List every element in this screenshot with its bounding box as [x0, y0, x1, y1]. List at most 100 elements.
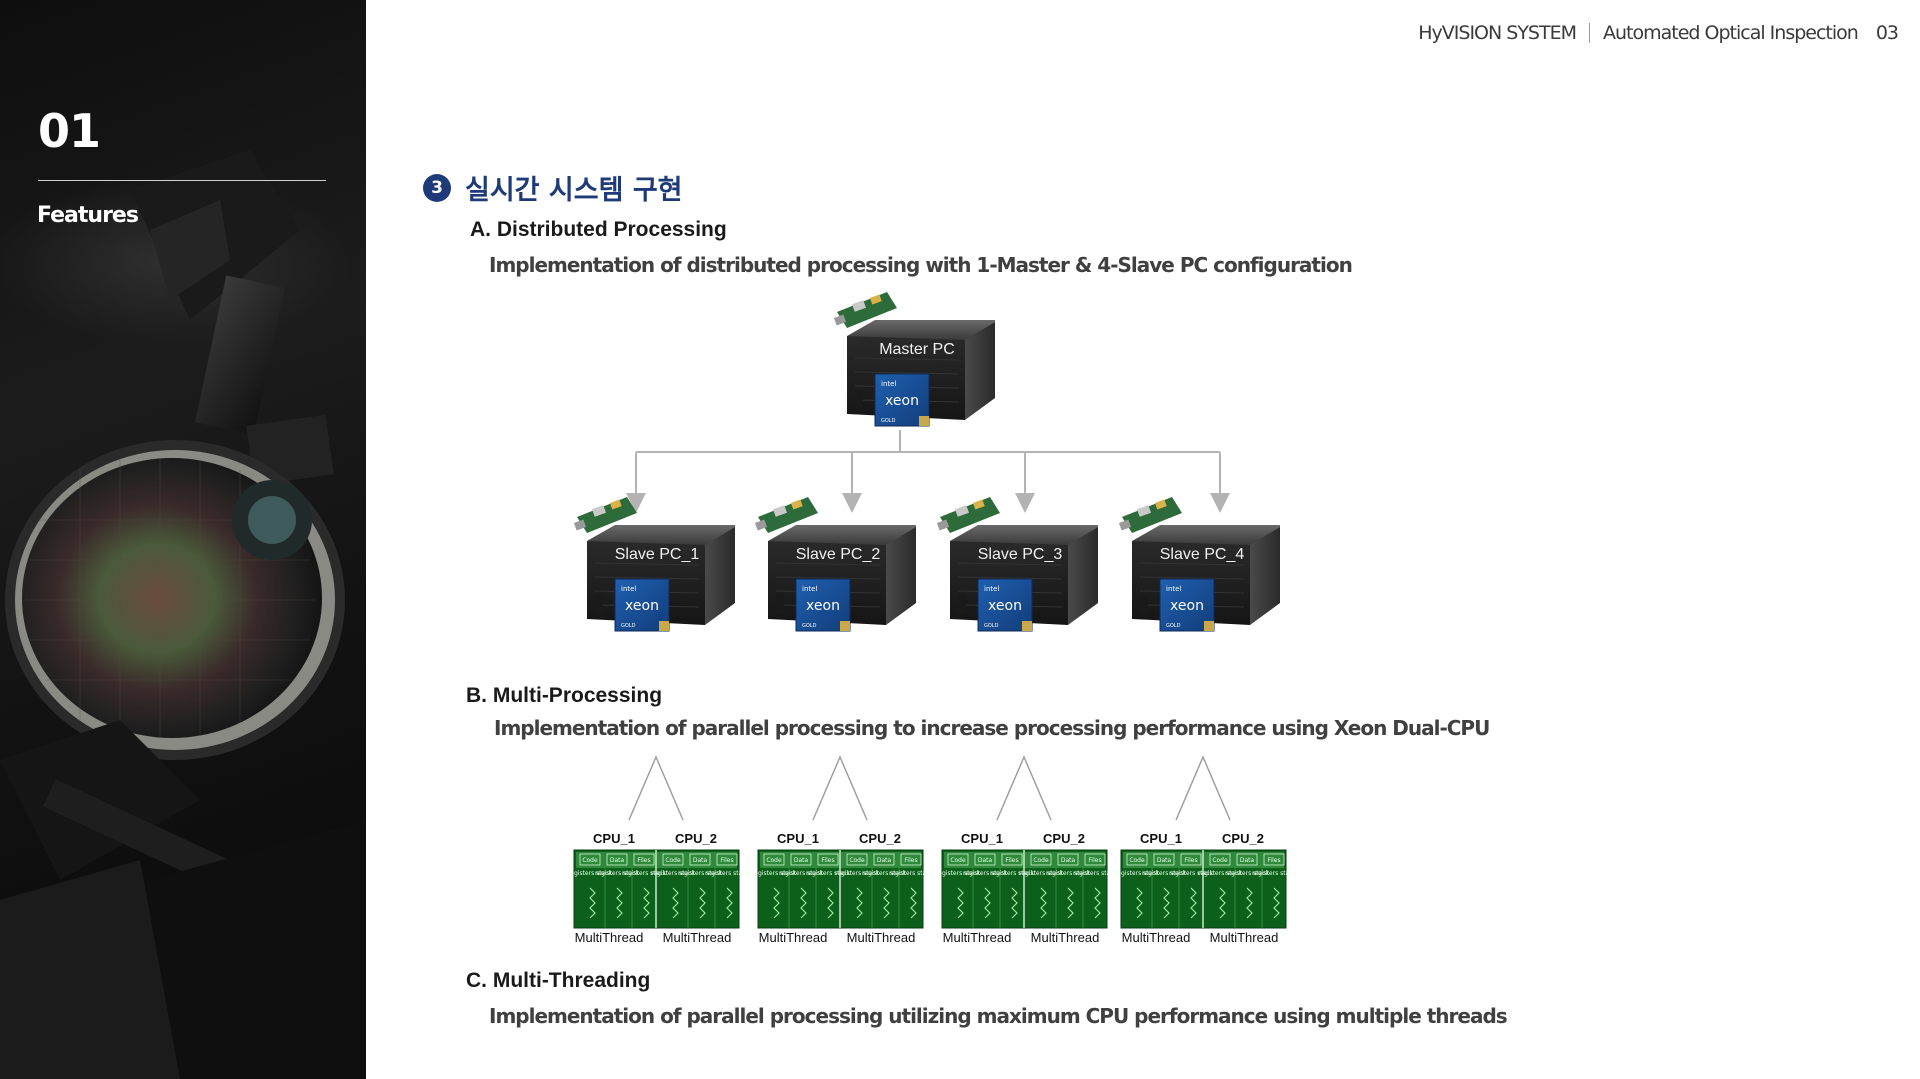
multithread-label: MultiThread	[1210, 930, 1279, 945]
cpu-split-lines	[812, 755, 868, 821]
multithread-label: MultiThread	[1122, 930, 1191, 945]
capture-card-icon	[936, 497, 1000, 533]
server-case-icon	[950, 525, 1098, 625]
svg-text:registers stack: registers stack	[678, 870, 723, 877]
multithread-label: MultiThread	[1031, 930, 1100, 945]
cpu-label: CPU_2	[675, 831, 717, 846]
wafer-inspection-image	[0, 150, 366, 1079]
svg-text:registers stack: registers stack	[1019, 870, 1064, 877]
capture-card-icon	[754, 497, 818, 533]
svg-text:registers stack: registers stack	[622, 870, 667, 877]
svg-text:registers stack: registers stack	[1252, 870, 1297, 877]
svg-text:xeon: xeon	[1170, 598, 1204, 614]
svg-text:Code: Code	[950, 857, 966, 864]
cpu-split-lines	[628, 755, 684, 821]
cpu-split-lines	[1175, 755, 1231, 821]
svg-text:registers stack: registers stack	[1225, 870, 1270, 877]
multithread-label: MultiThread	[847, 930, 916, 945]
svg-text:Data: Data	[794, 857, 809, 864]
svg-text:registers stack: registers stack	[1142, 870, 1187, 877]
svg-text:Data: Data	[978, 857, 993, 864]
capture-card-icon	[833, 292, 897, 328]
desc-multithreading: Implementation of parallel processing ut…	[489, 1004, 1508, 1028]
svg-text:Code: Code	[1212, 857, 1228, 864]
server-case-icon	[768, 525, 916, 625]
svg-text:GOLD: GOLD	[1166, 623, 1181, 629]
svg-text:GOLD: GOLD	[984, 623, 999, 629]
desc-distributed: Implementation of distributed processing…	[489, 253, 1353, 277]
svg-text:Data: Data	[1157, 857, 1172, 864]
svg-text:registers stack: registers stack	[1073, 870, 1118, 877]
svg-text:Data: Data	[877, 857, 892, 864]
server-label: Slave PC_3	[978, 546, 1063, 563]
cpu-label: CPU_2	[1043, 831, 1085, 846]
svg-text:Code: Code	[1033, 857, 1049, 864]
svg-text:Code: Code	[582, 857, 598, 864]
svg-text:GOLD: GOLD	[621, 623, 636, 629]
svg-text:xeon: xeon	[806, 598, 840, 614]
svg-text:registers stack: registers stack	[889, 870, 934, 877]
section-badge: 3	[423, 173, 451, 202]
heading-multiprocessing: B. Multi-Processing	[466, 684, 663, 707]
svg-text:Files: Files	[1184, 857, 1197, 864]
svg-text:Files: Files	[637, 857, 650, 864]
svg-text:GOLD: GOLD	[802, 623, 817, 629]
section-number: 01	[38, 104, 101, 158]
cpu-label: CPU_2	[1222, 831, 1264, 846]
svg-text:registers stack: registers stack	[1198, 870, 1243, 877]
svg-text:Data: Data	[693, 857, 708, 864]
server-case-icon	[1132, 525, 1280, 625]
cpu-split-lines	[996, 755, 1052, 821]
section-label: Features	[37, 203, 139, 228]
section-title: 3 실시간 시스템 구현	[423, 168, 683, 207]
svg-text:Code: Code	[766, 857, 782, 864]
page-number: 03	[1875, 22, 1899, 44]
svg-text:xeon: xeon	[988, 598, 1022, 614]
svg-text:Files: Files	[1088, 857, 1101, 864]
svg-text:registers stack: registers stack	[752, 870, 797, 877]
svg-text:registers stack: registers stack	[1169, 870, 1214, 877]
multithread-label: MultiThread	[575, 930, 644, 945]
svg-text:intel: intel	[984, 585, 999, 593]
capture-card-icon	[1118, 497, 1182, 533]
header-separator	[1589, 23, 1591, 43]
page-header: HyVISION SYSTEM Automated Optical Inspec…	[1418, 22, 1899, 44]
header-subtitle: Automated Optical Inspection	[1603, 22, 1859, 44]
svg-text:Data: Data	[610, 857, 625, 864]
brand-name: HyVISION SYSTEM	[1418, 22, 1577, 44]
sidebar-divider	[38, 180, 326, 181]
svg-text:registers stack: registers stack	[1115, 870, 1160, 877]
svg-text:Data: Data	[1240, 857, 1255, 864]
svg-text:registers stack: registers stack	[595, 870, 640, 877]
capture-card-icon	[573, 497, 637, 533]
svg-text:intel: intel	[1166, 585, 1181, 593]
svg-text:registers stack: registers stack	[936, 870, 981, 877]
svg-text:registers stack: registers stack	[651, 870, 696, 877]
svg-text:registers stack: registers stack	[1046, 870, 1091, 877]
svg-text:Code: Code	[1129, 857, 1145, 864]
svg-text:Data: Data	[1061, 857, 1076, 864]
svg-text:xeon: xeon	[885, 393, 919, 409]
svg-text:Code: Code	[849, 857, 865, 864]
cpu-label: CPU_1	[593, 831, 635, 846]
svg-text:intel: intel	[881, 380, 896, 388]
svg-text:registers stack: registers stack	[779, 870, 824, 877]
section-title-text: 실시간 시스템 구현	[465, 175, 683, 206]
svg-text:registers stack: registers stack	[806, 870, 851, 877]
thread-block-icon: Code registers stack Data registers stack Fi…	[936, 849, 1118, 929]
server-label: Slave PC_4	[1160, 546, 1245, 563]
sidebar: 01 Features	[0, 0, 366, 1079]
